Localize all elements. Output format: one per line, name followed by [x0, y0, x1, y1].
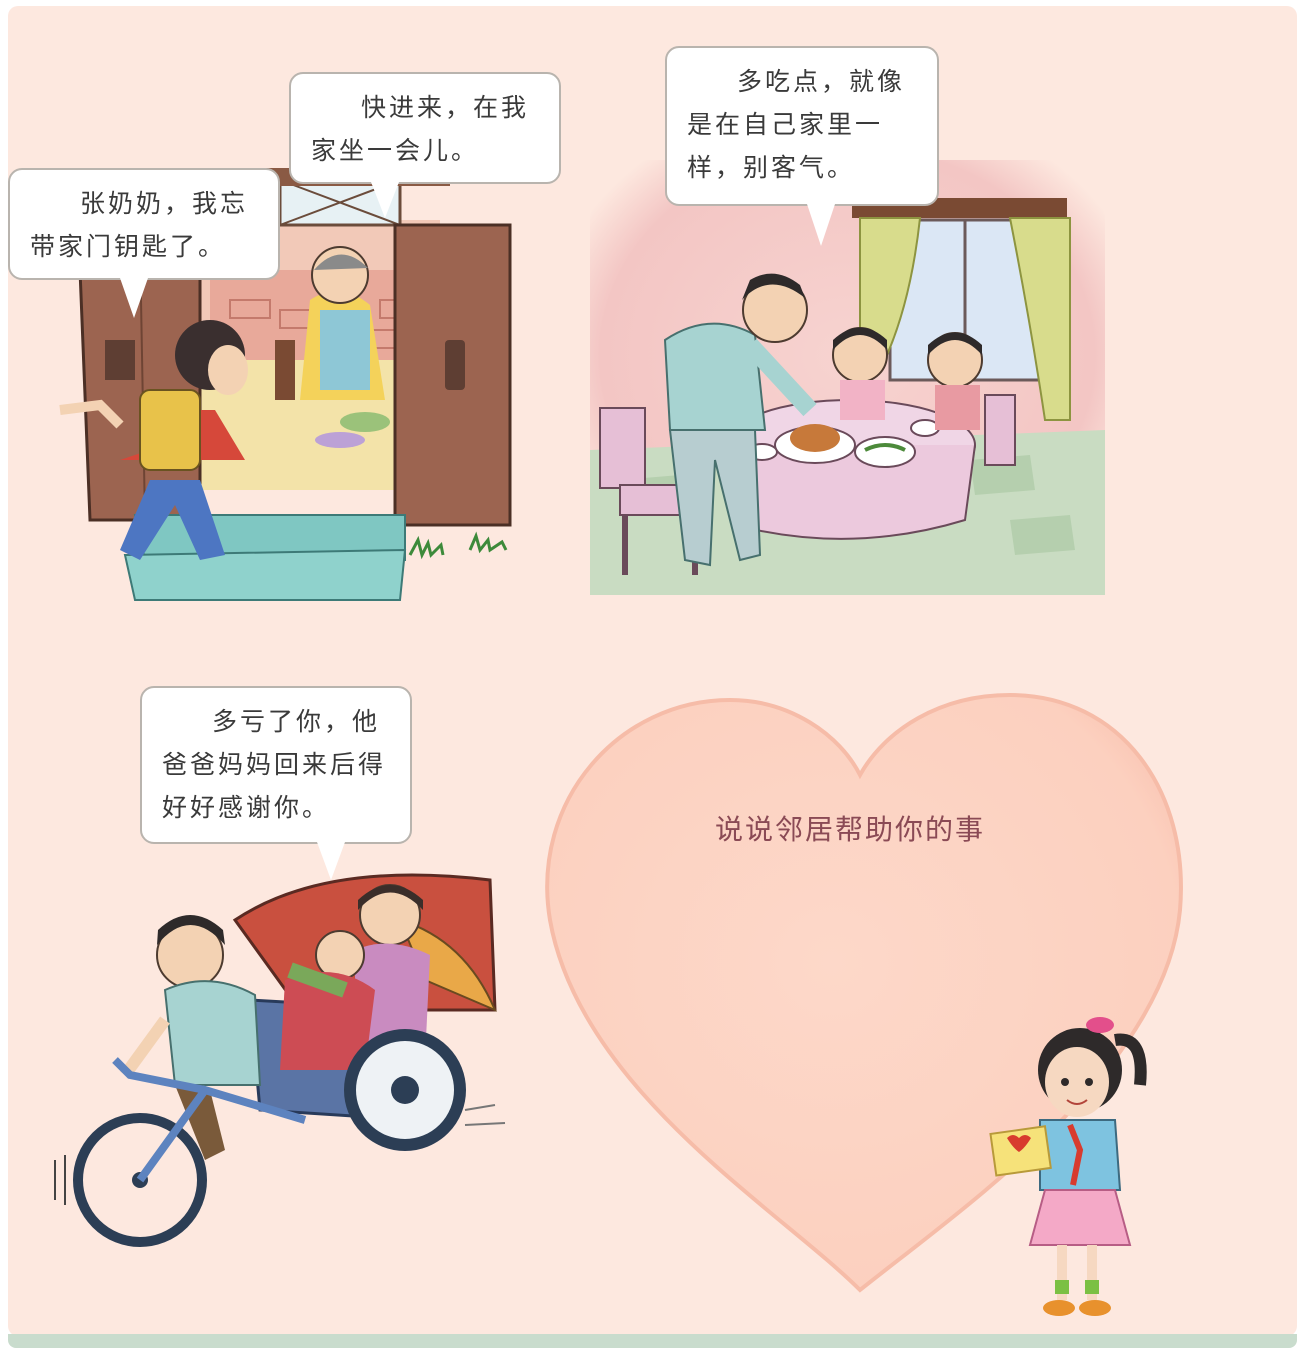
dinner-scene-illustration [590, 160, 1105, 595]
speech-bubble-grandma: 快进来，在我家坐一会儿。 [289, 72, 561, 218]
speech-bubble-mother: 多亏了你，他爸爸妈妈回来后得好好感谢你。 [140, 686, 412, 880]
girl-with-card-illustration [989, 1017, 1147, 1316]
speech-text-father: 多吃点，就像是在自己家里一样，别客气。 [687, 67, 906, 182]
heart-prompt: 说说邻居帮助你的事 [715, 813, 986, 846]
bottom-strip [8, 1334, 1297, 1348]
speech-text-mother: 多亏了你，他爸爸妈妈回来后得好好感谢你。 [162, 707, 387, 822]
speech-bubble-child: 张奶奶，我忘带家门钥匙了。 [8, 168, 280, 318]
speech-text-grandma: 快进来，在我家坐一会儿。 [311, 93, 530, 165]
tricycle-scene-illustration [54, 873, 506, 1247]
speech-text-child: 张奶奶，我忘带家门钥匙了。 [30, 189, 249, 261]
speech-bubble-father: 多吃点，就像是在自己家里一样，别客气。 [665, 46, 939, 246]
